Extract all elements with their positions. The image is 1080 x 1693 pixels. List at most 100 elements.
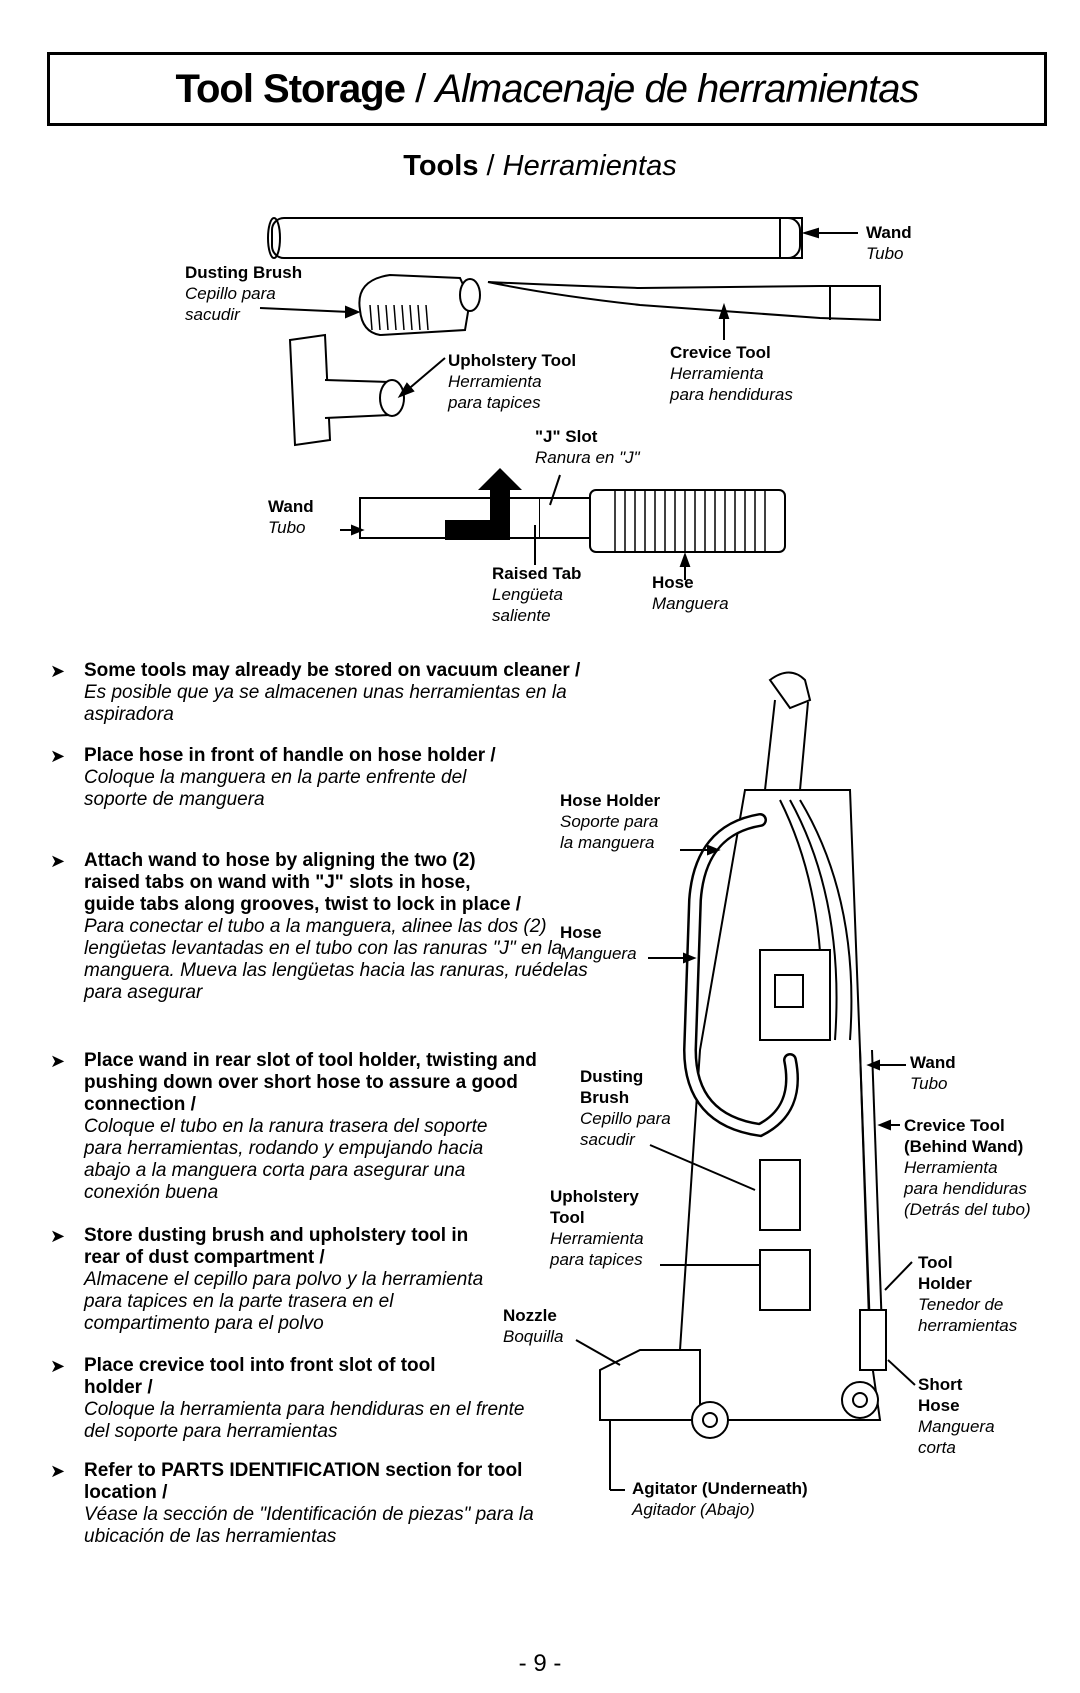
label-vac-nozzle: Nozzle Boquilla — [503, 1305, 564, 1347]
label-crevice-tool-en: Crevice Tool — [670, 343, 771, 362]
label-vac-crevice-tool-es1: Herramienta — [904, 1158, 998, 1177]
tools-heading: Tools / Herramientas — [0, 150, 1080, 183]
arrow-bullet-icon: ➤ — [50, 1356, 66, 1376]
label-raised-tab: Raised Tab Lengüeta saliente — [492, 563, 581, 626]
upholstery-tool-shape — [288, 333, 332, 447]
label-vac-wand-en: Wand — [910, 1053, 956, 1072]
label-raised-tab-en: Raised Tab — [492, 564, 582, 583]
label-vac-nozzle-es: Boquilla — [503, 1327, 564, 1346]
label-vac-tool-holder: Tool Holder Tenedor de herramientas — [918, 1252, 1017, 1336]
label-hose-en: Hose — [652, 573, 694, 592]
label-vac-short-hose-es1: Manguera — [918, 1417, 995, 1436]
wand-top-shape — [271, 217, 801, 259]
label-vac-dusting-brush-en2: Brush — [580, 1088, 630, 1107]
label-vac-dusting-brush-en1: Dusting — [580, 1067, 644, 1086]
instruction-es: Coloque el tubo en la ranura trasera del… — [84, 1116, 488, 1203]
label-crevice-tool: Crevice Tool Herramienta para hendiduras — [670, 342, 793, 405]
label-crevice-tool-es1: Herramienta — [670, 364, 764, 383]
label-wand-mid: Wand Tubo — [268, 496, 314, 538]
label-vac-crevice-tool-es2: para hendiduras — [904, 1179, 1027, 1198]
page-title: Tool Storage / Almacenaje de herramienta… — [47, 52, 1047, 126]
label-wand-mid-es: Tubo — [268, 518, 306, 537]
arrow-bullet-icon: ➤ — [50, 746, 66, 766]
instruction-es: Coloque la herramienta para hendiduras e… — [84, 1399, 525, 1442]
instruction-en: Place wand in rear slot of tool holder, … — [84, 1050, 537, 1115]
label-vac-upholstery-tool-en1: Upholstery — [550, 1187, 639, 1206]
instruction-en: Store dusting brush and upholstery tool … — [84, 1225, 469, 1268]
instruction-es: Para conectar el tubo a la manguera, ali… — [84, 916, 588, 1003]
label-vac-short-hose-en1: Short — [918, 1375, 963, 1394]
label-vac-agitator-es: Agitador (Abajo) — [632, 1500, 755, 1519]
label-hose-holder-es2: la manguera — [560, 833, 655, 852]
label-raised-tab-es2: saliente — [492, 606, 551, 625]
instruction-item: ➤ Some tools may already be stored on va… — [50, 660, 610, 726]
label-vac-tool-holder-en2: Holder — [918, 1274, 972, 1293]
instruction-item: ➤ Store dusting brush and upholstery too… — [50, 1225, 510, 1335]
hose-shape — [589, 489, 786, 553]
instruction-en: Some tools may already be stored on vacu… — [84, 660, 581, 681]
instruction-en: Place crevice tool into front slot of to… — [84, 1355, 436, 1398]
label-vac-crevice-tool: Crevice Tool (Behind Wand) Herramienta p… — [904, 1115, 1031, 1220]
tools-heading-es: Herramientas — [502, 150, 677, 182]
label-dusting-brush-en: Dusting Brush — [185, 263, 303, 282]
label-wand-top: Wand Tubo — [866, 222, 912, 264]
label-wand-top-en: Wand — [866, 223, 912, 242]
label-hose-holder: Hose Holder Soporte para la manguera — [560, 790, 660, 853]
instruction-es: Véase la sección de "Identificación de p… — [84, 1504, 534, 1547]
label-raised-tab-es1: Lengüeta — [492, 585, 563, 604]
label-hose: Hose Manguera — [652, 572, 729, 614]
label-vac-hose: Hose Manguera — [560, 922, 637, 964]
label-vac-tool-holder-es2: herramientas — [918, 1316, 1018, 1335]
label-j-slot-en: "J" Slot — [535, 427, 598, 446]
label-upholstery-tool-es1: Herramienta — [448, 372, 542, 391]
label-upholstery-tool-en: Upholstery Tool — [448, 351, 577, 370]
instruction-item: ➤ Place crevice tool into front slot of … — [50, 1355, 550, 1443]
label-vac-nozzle-en: Nozzle — [503, 1306, 557, 1325]
page-number: - 9 - — [518, 1650, 562, 1677]
label-vac-crevice-tool-en1: Crevice Tool — [904, 1116, 1005, 1135]
instruction-en: Attach wand to hose by aligning the two … — [84, 850, 522, 915]
label-vac-upholstery-tool: Upholstery Tool Herramienta para tapices — [550, 1186, 644, 1270]
label-vac-tool-holder-es1: Tenedor de — [918, 1295, 1004, 1314]
arrow-bullet-icon: ➤ — [50, 1461, 66, 1481]
crevice-tool-shape — [487, 281, 881, 322]
label-vac-wand-es: Tubo — [910, 1074, 948, 1093]
instruction-en: Place hose in front of handle on hose ho… — [84, 745, 496, 766]
title-en: Tool Storage — [175, 66, 406, 111]
instruction-item: ➤ Attach wand to hose by aligning the tw… — [50, 850, 610, 1004]
instruction-item: ➤ Place hose in front of handle on hose … — [50, 745, 520, 811]
arrow-bullet-icon: ➤ — [50, 661, 66, 681]
label-vac-crevice-tool-en2: (Behind Wand) — [904, 1137, 1024, 1156]
label-wand-top-es: Tubo — [866, 244, 904, 263]
label-crevice-tool-es2: para hendiduras — [670, 385, 793, 404]
label-vac-tool-holder-en1: Tool — [918, 1253, 953, 1272]
label-vac-dusting-brush: Dusting Brush Cepillo para sacudir — [580, 1066, 671, 1150]
label-dusting-brush: Dusting Brush Cepillo para sacudir — [185, 262, 302, 325]
tools-heading-en: Tools — [403, 150, 479, 182]
label-vac-upholstery-tool-es2: para tapices — [550, 1250, 643, 1269]
arrow-bullet-icon: ➤ — [50, 851, 66, 871]
instruction-es: Coloque la manguera en la parte enfrente… — [84, 767, 467, 810]
instruction-item: ➤ Refer to PARTS IDENTIFICATION section … — [50, 1460, 570, 1548]
label-vac-agitator-en: Agitator (Underneath) — [632, 1479, 808, 1498]
label-vac-agitator: Agitator (Underneath) Agitador (Abajo) — [632, 1478, 808, 1520]
tools-illustration — [259, 217, 881, 580]
label-vac-crevice-tool-es3: (Detrás del tubo) — [904, 1200, 1031, 1219]
label-upholstery-tool-es2: para tapices — [448, 393, 541, 412]
arrow-bullet-icon: ➤ — [50, 1226, 66, 1246]
label-vac-short-hose-en2: Hose — [918, 1396, 960, 1415]
label-upholstery-tool: Upholstery Tool Herramienta para tapices — [448, 350, 576, 413]
label-vac-short-hose-es2: corta — [918, 1438, 956, 1457]
instruction-item: ➤ Place wand in rear slot of tool holder… — [50, 1050, 560, 1204]
label-vac-dusting-brush-es1: Cepillo para — [580, 1109, 671, 1128]
instruction-es: Es posible que ya se almacenen unas herr… — [84, 682, 567, 725]
label-vac-upholstery-tool-es1: Herramienta — [550, 1229, 644, 1248]
label-vac-upholstery-tool-en2: Tool — [550, 1208, 585, 1227]
label-vac-hose-es: Manguera — [560, 944, 637, 963]
label-j-slot-es: Ranura en "J" — [535, 448, 640, 467]
label-dusting-brush-es2: sacudir — [185, 305, 240, 324]
label-vac-dusting-brush-es2: sacudir — [580, 1130, 635, 1149]
label-dusting-brush-es1: Cepillo para — [185, 284, 276, 303]
label-wand-mid-en: Wand — [268, 497, 314, 516]
